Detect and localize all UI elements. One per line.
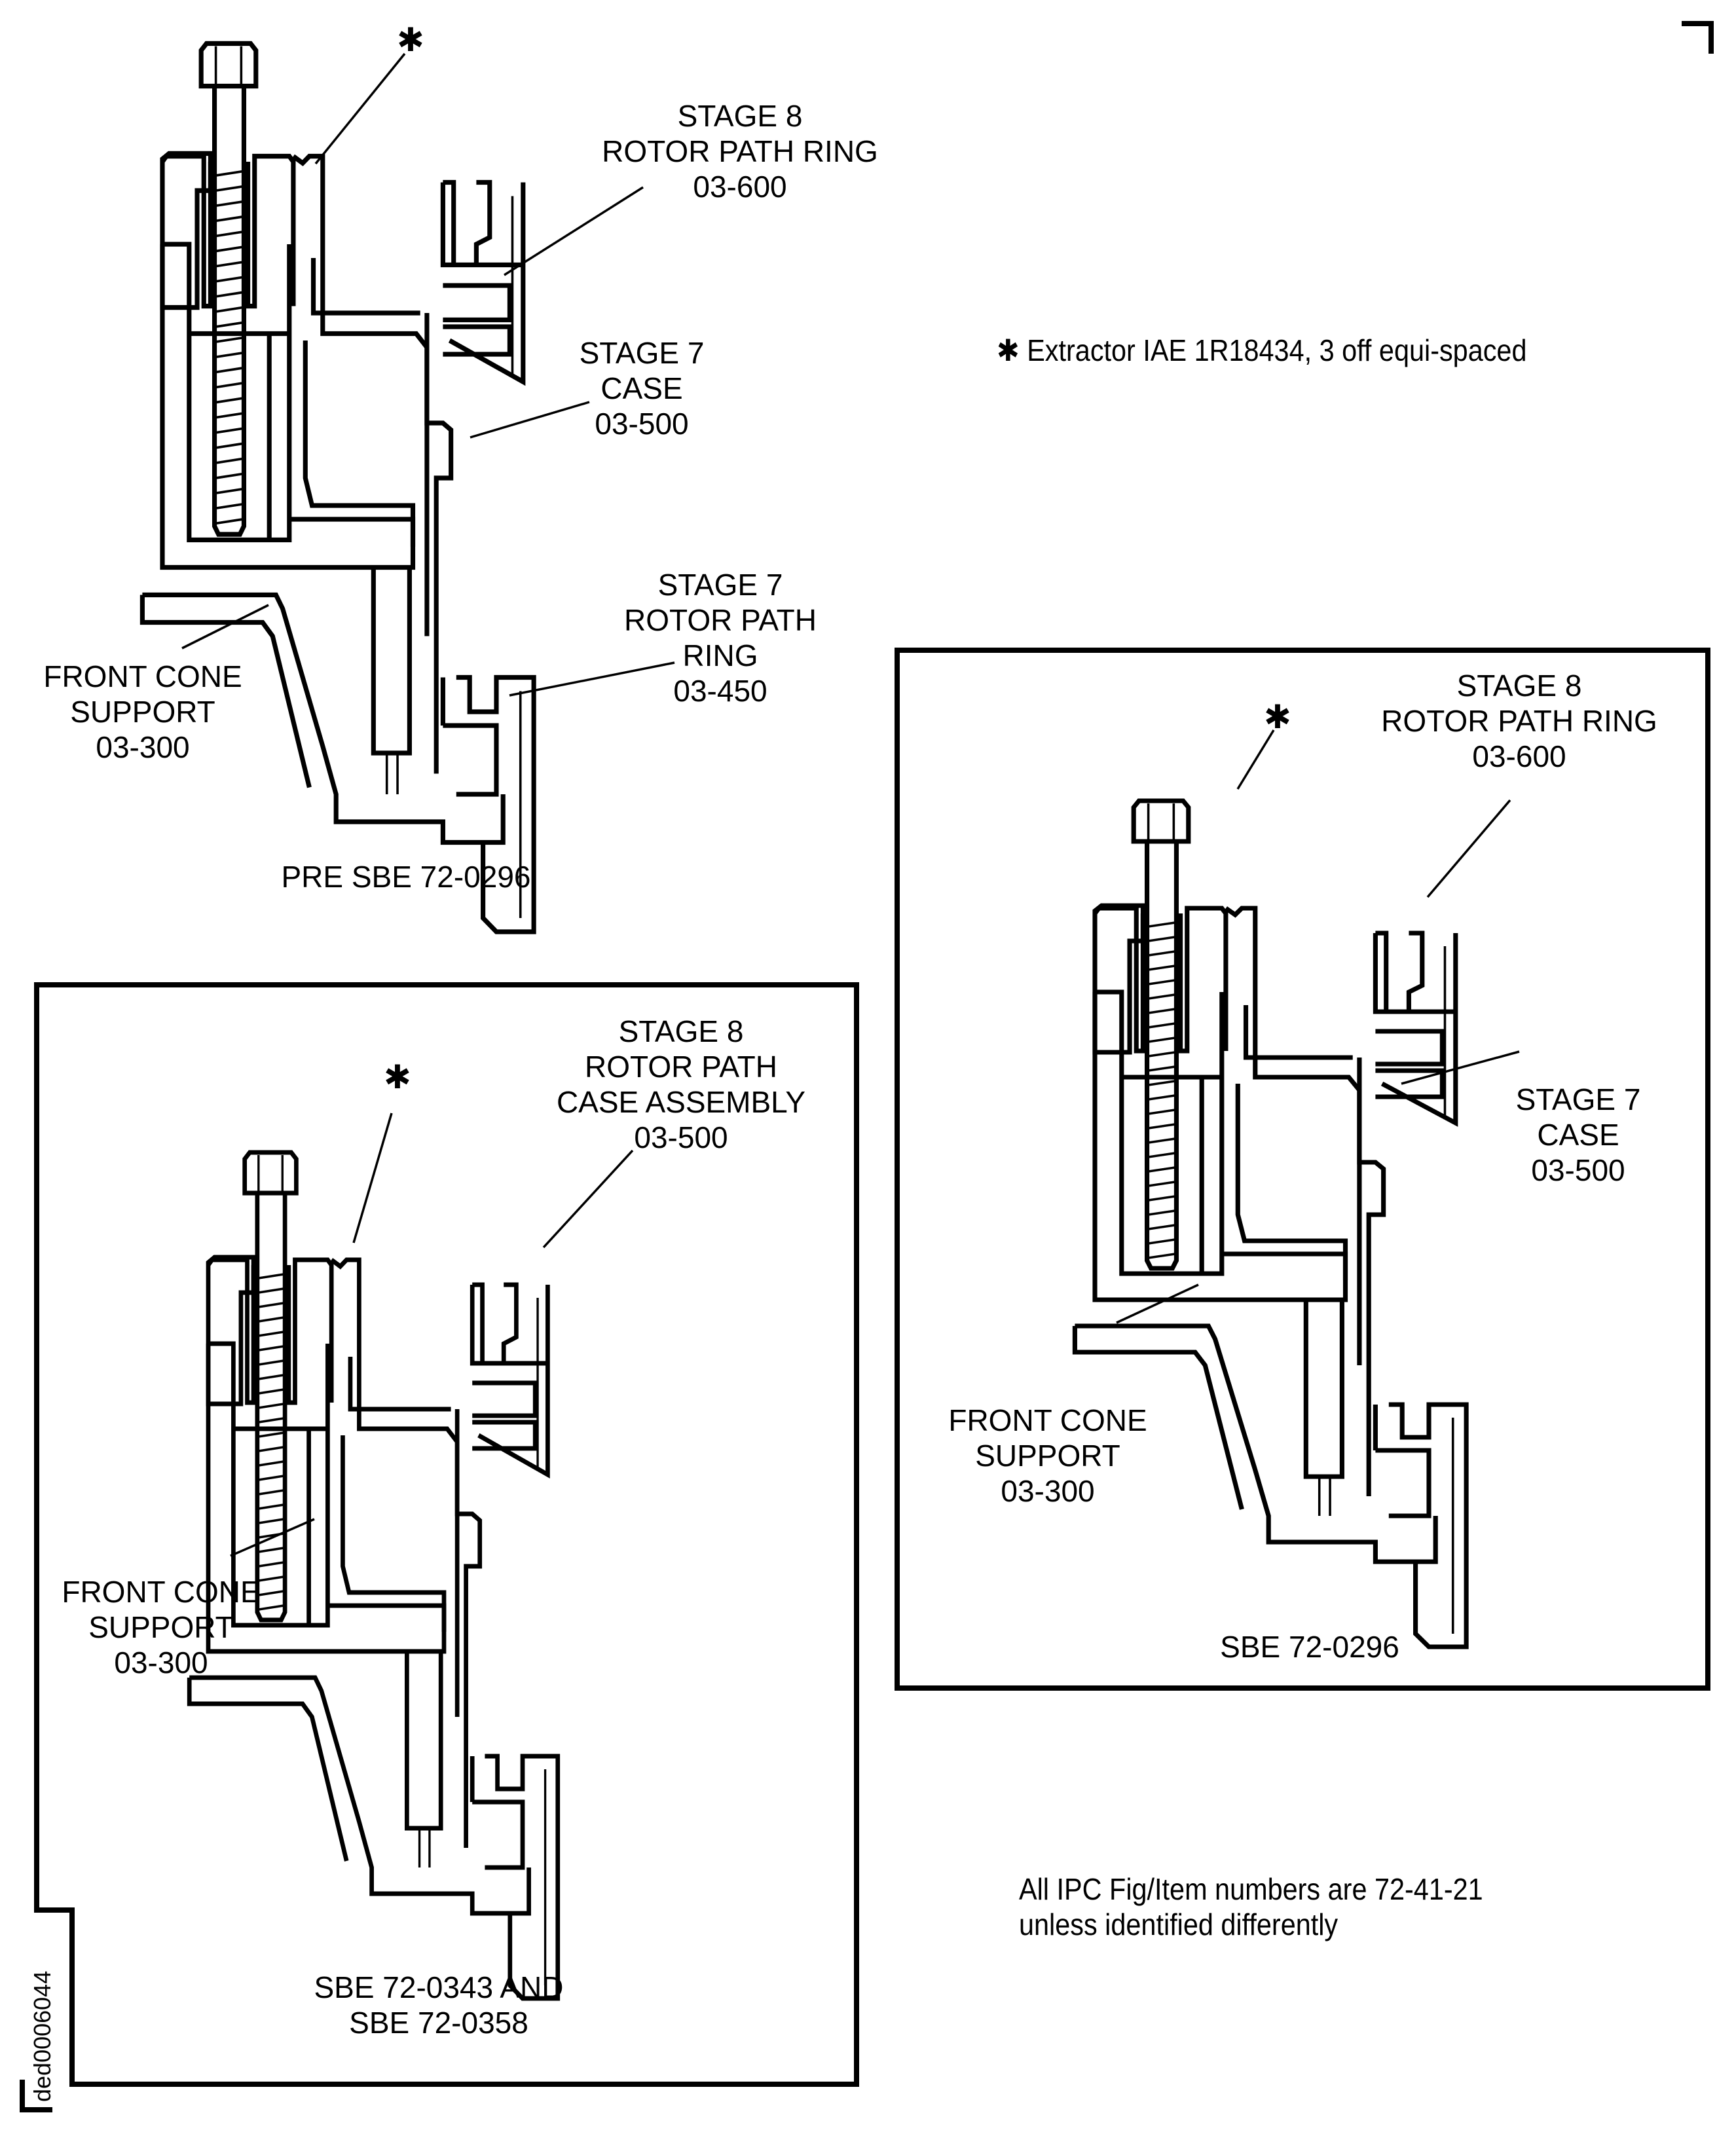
label-front-cone-support-pre: FRONT CONE SUPPORT 03-300 xyxy=(43,659,242,764)
frame-sbe-0296 xyxy=(895,648,1710,1691)
crop-mark-bottom-left xyxy=(20,2080,52,2112)
label-stage7-case-0296: STAGE 7 CASE 03-500 xyxy=(1515,1082,1641,1187)
leader-frontcone-0343 xyxy=(230,1518,315,1557)
extractor-marker-0296: ✱ xyxy=(1264,699,1291,735)
label-stage7-rotor-path-ring-pre: STAGE 7 ROTOR PATH RING 03-450 xyxy=(624,568,817,708)
extractor-footnote: ✱ Extractor IAE 1R18434, 3 off equi-spac… xyxy=(997,333,1527,367)
caption-sbe-0296: SBE 72-0296 xyxy=(1220,1630,1399,1664)
label-front-cone-support-0296: FRONT CONE SUPPORT 03-300 xyxy=(948,1403,1147,1508)
ipc-note-line1: All IPC Fig/Item numbers are 72-41-21 xyxy=(1019,1872,1483,1906)
caption-pre-sbe-0296: PRE SBE 72-0296 xyxy=(281,860,531,894)
leader-frontcone-pre xyxy=(181,604,269,650)
ipc-note-line2: unless identified differently xyxy=(1019,1907,1339,1941)
drawing-sbe-0296 xyxy=(1075,801,1466,1647)
drawing-pre-sbe-0296 xyxy=(142,43,534,932)
label-stage8-rotor-path-case-assembly: STAGE 8 ROTOR PATH CASE ASSEMBLY 03-500 xyxy=(556,1014,806,1154)
leader-extractor-0296 xyxy=(1236,729,1275,790)
frame-sbe-0343-0358 xyxy=(34,982,859,2087)
leader-stage7case-0296 xyxy=(1401,1050,1520,1085)
label-stage7-case-pre: STAGE 7 CASE 03-500 xyxy=(579,336,705,441)
label-front-cone-support-0343: FRONT CONE SUPPORT 03-300 xyxy=(62,1575,261,1680)
leader-stage7case-pre xyxy=(470,401,590,439)
figure-id: ded0006044 xyxy=(29,1970,56,2102)
leader-extractor-pre xyxy=(314,52,406,165)
leader-stage7ring-pre xyxy=(509,661,675,697)
leader-frontcone-0296 xyxy=(1116,1283,1199,1324)
caption-sbe-0343-0358: SBE 72-0343 AND SBE 72-0358 xyxy=(314,1970,564,2040)
crop-mark-top-right xyxy=(1682,21,1714,54)
leader-stage8-0343 xyxy=(542,1149,634,1249)
extractor-marker-pre: ✱ xyxy=(397,22,424,58)
label-stage8-rotor-path-ring-pre: STAGE 8 ROTOR PATH RING 03-600 xyxy=(602,99,878,204)
leader-stage8-pre xyxy=(504,186,644,276)
leader-extractor-0343 xyxy=(352,1113,393,1243)
extractor-marker-0343: ✱ xyxy=(384,1059,411,1095)
leader-stage8-0296 xyxy=(1426,799,1511,898)
label-stage8-rotor-path-ring-0296: STAGE 8 ROTOR PATH RING 03-600 xyxy=(1381,669,1657,773)
